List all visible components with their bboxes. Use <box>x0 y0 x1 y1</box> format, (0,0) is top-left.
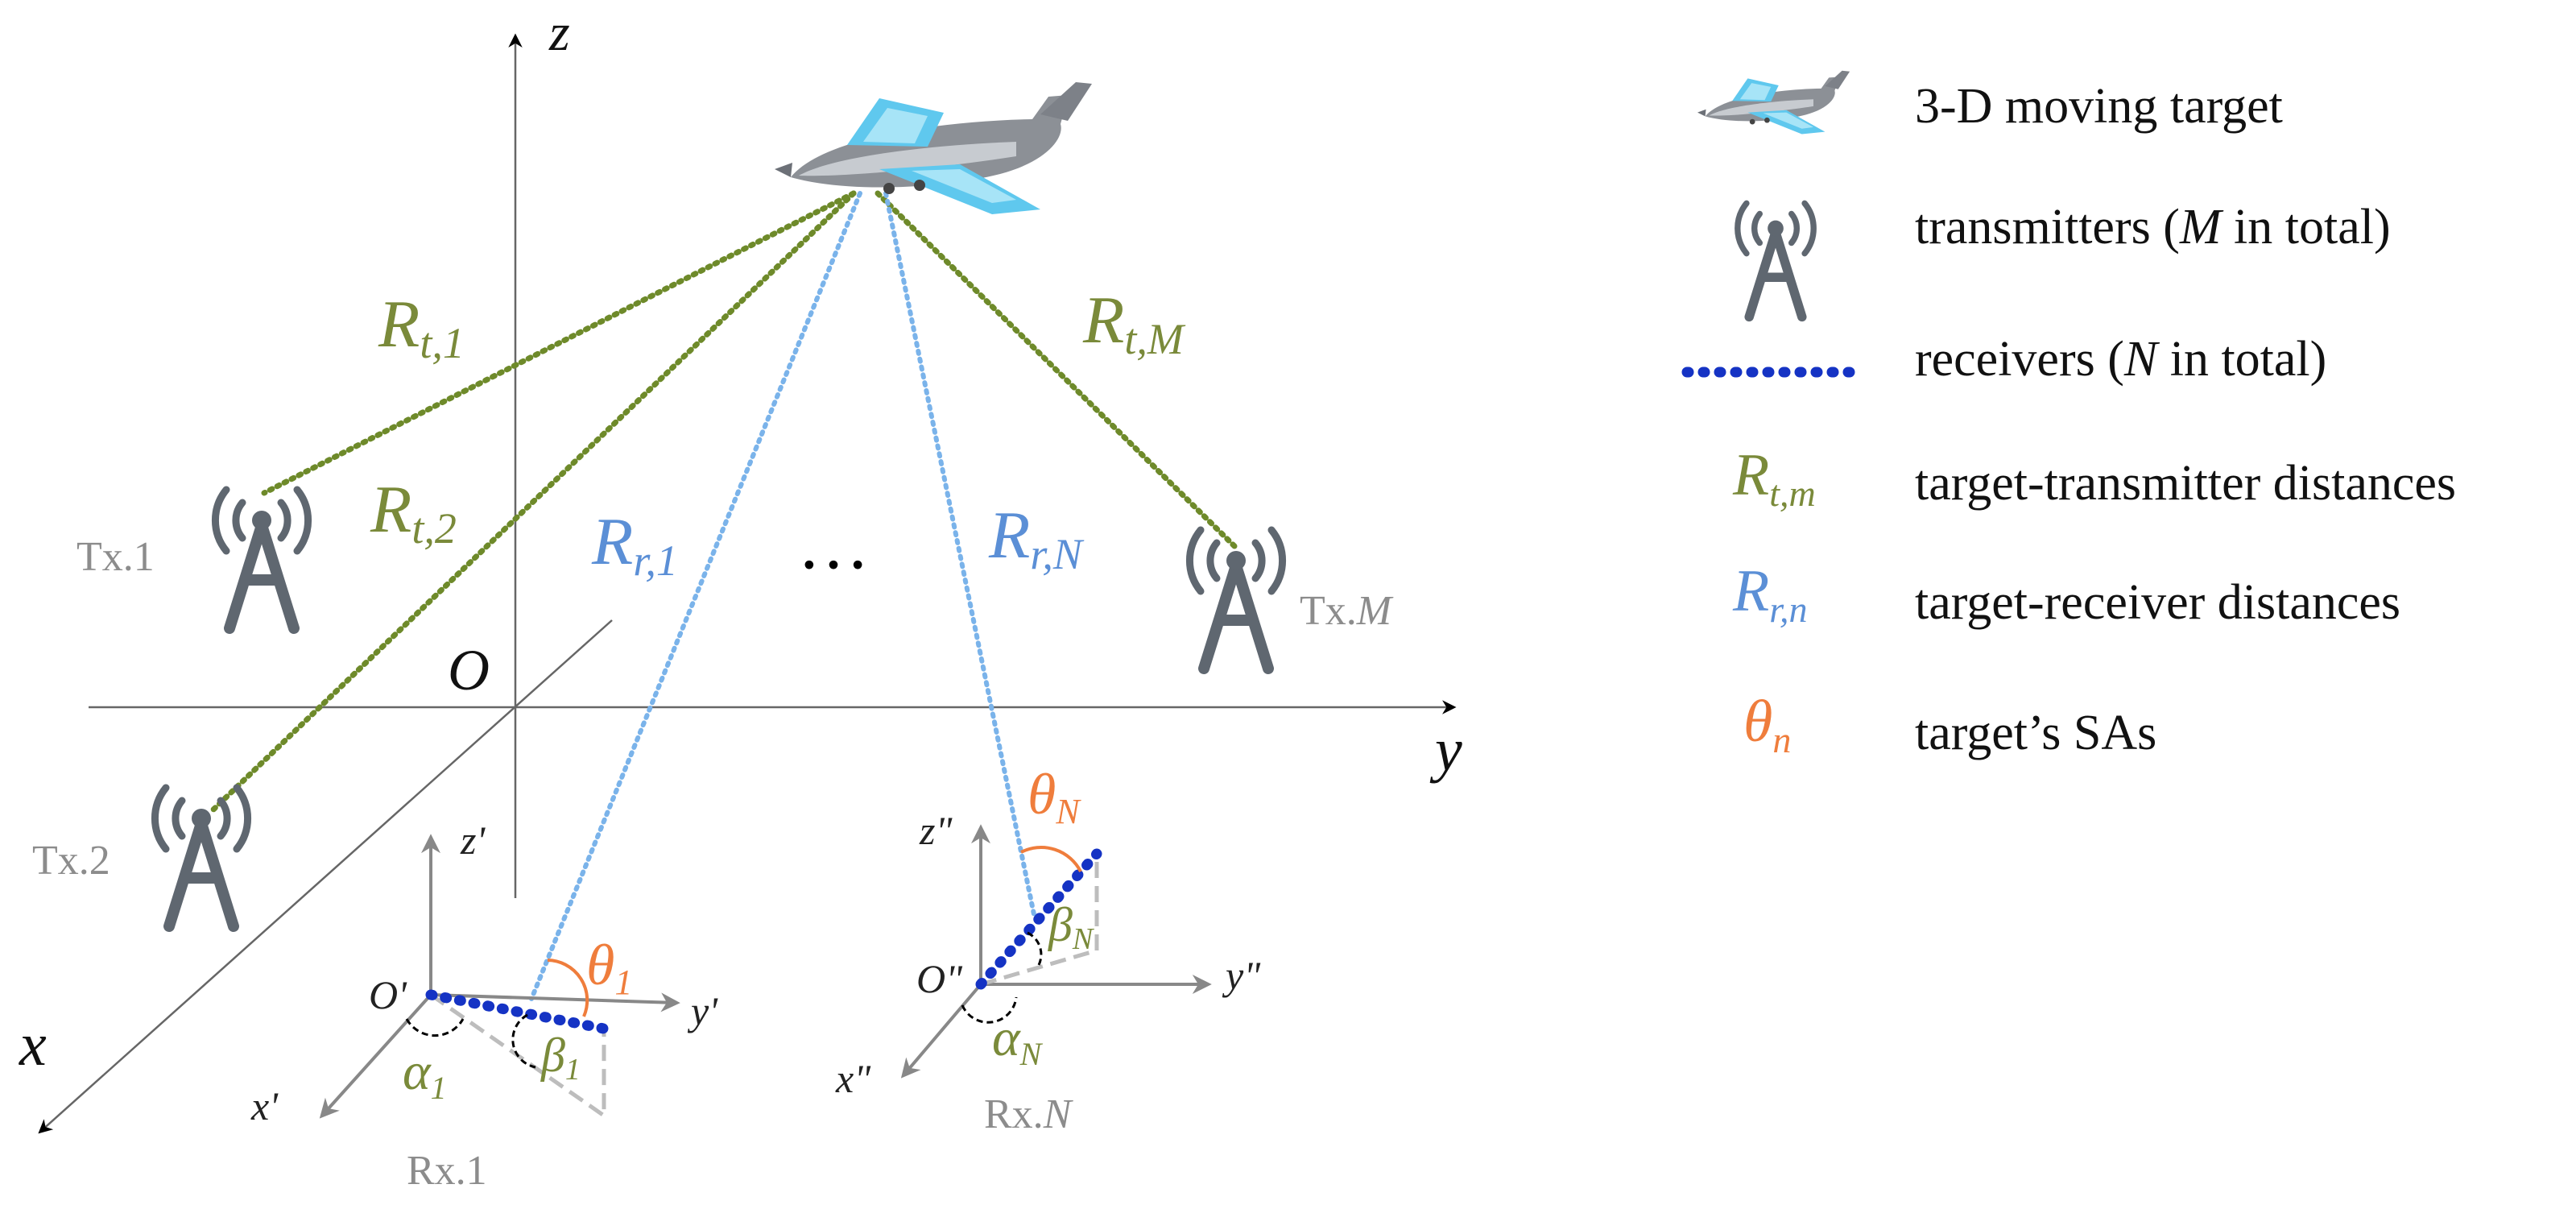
alpha-arc-N <box>961 996 1018 1024</box>
legend-rr-symbol: Rr,n <box>1732 558 1808 630</box>
legend-target-label: 3-D moving target <box>1915 79 2283 134</box>
local-frame-1: O' z' y' x' θ1 β1 α1 <box>250 818 718 1128</box>
origin-label: O <box>448 638 490 702</box>
local-z-label-N: z" <box>919 808 953 853</box>
beta-arc-N <box>1027 931 1043 966</box>
airplane-icon <box>775 82 1092 214</box>
legend: 3-D moving target transmitters (M in tot… <box>1681 70 2456 760</box>
theta-label-1: θ1 <box>586 933 632 1002</box>
range-label-rN: Rr,N <box>988 498 1085 578</box>
legend-rt-symbol: Rt,m <box>1732 442 1816 514</box>
legend-theta-symbol: θn <box>1743 689 1791 760</box>
rx1-link <box>529 191 862 1001</box>
txM-label: Tx.M <box>1300 588 1394 634</box>
radio-tower-icon <box>215 490 308 628</box>
alpha-arc-1 <box>405 1018 465 1037</box>
legend-rr-label: target-receiver distances <box>1915 575 2400 630</box>
radio-tower-icon <box>155 788 247 926</box>
rx1-label: Rx.1 <box>407 1148 487 1194</box>
projection-lines-1 <box>429 992 606 1120</box>
alpha-label-N: αN <box>992 1008 1044 1072</box>
rxN-link <box>883 191 1037 921</box>
legend-radio-tower-icon <box>1738 203 1813 317</box>
receiver-array-1 <box>425 989 614 1035</box>
z-axis-label: z <box>548 3 570 62</box>
local-x-label-N: x" <box>835 1056 871 1101</box>
theta-label-N: θN <box>1028 762 1081 831</box>
beta-label-1: β1 <box>540 1029 581 1087</box>
tx2-link <box>210 190 857 813</box>
x-axis-label: x <box>19 1011 47 1079</box>
range-label-t1: Rt,1 <box>378 287 465 367</box>
theta-arc-1 <box>547 959 589 1017</box>
txM-link <box>875 190 1239 551</box>
tx2-label: Tx.2 <box>32 838 110 884</box>
local-y-label-N: y" <box>1222 953 1261 998</box>
x-axis <box>38 619 613 1134</box>
local-x-label-1: x' <box>250 1083 279 1128</box>
local-x-axis-N <box>900 983 982 1079</box>
beta-arc-1 <box>511 1013 536 1069</box>
tx1-link <box>261 190 857 496</box>
y-axis-label: y <box>1429 716 1462 784</box>
local-z-label-1: z' <box>460 818 486 863</box>
ellipsis: … <box>797 504 870 584</box>
legend-receivers-label: receivers (N in total) <box>1915 332 2326 387</box>
range-label-tM: Rt,M <box>1082 283 1186 363</box>
legend-rt-label: target-transmitter distances <box>1915 456 2456 511</box>
local-y-label-1: y' <box>687 988 718 1033</box>
local-frame-N: O" z" y" x" θN βN αN <box>835 762 1261 1101</box>
legend-transmitters-label: transmitters (M in total) <box>1915 200 2391 255</box>
local-origin-label-N: O" <box>916 956 963 1001</box>
alpha-label-1: α1 <box>403 1042 447 1106</box>
local-y-axis-1 <box>430 992 680 1012</box>
radio-tower-icon <box>1189 530 1282 669</box>
rxN-label: Rx.N <box>984 1091 1074 1137</box>
local-x-axis-1 <box>319 993 432 1119</box>
theta-arc-N <box>1020 846 1082 872</box>
receiver-array-N <box>975 848 1102 990</box>
range-label-r1: Rr,1 <box>591 504 678 585</box>
legend-theta-label: target’s SAs <box>1915 706 2156 760</box>
legend-airplane-icon <box>1697 70 1850 135</box>
local-origin-label-1: O' <box>369 972 407 1017</box>
beta-label-N: βN <box>1048 898 1095 956</box>
projection-lines-N <box>980 854 1099 987</box>
range-label-t2: Rt,2 <box>370 472 457 553</box>
tx1-label: Tx.1 <box>76 534 155 580</box>
